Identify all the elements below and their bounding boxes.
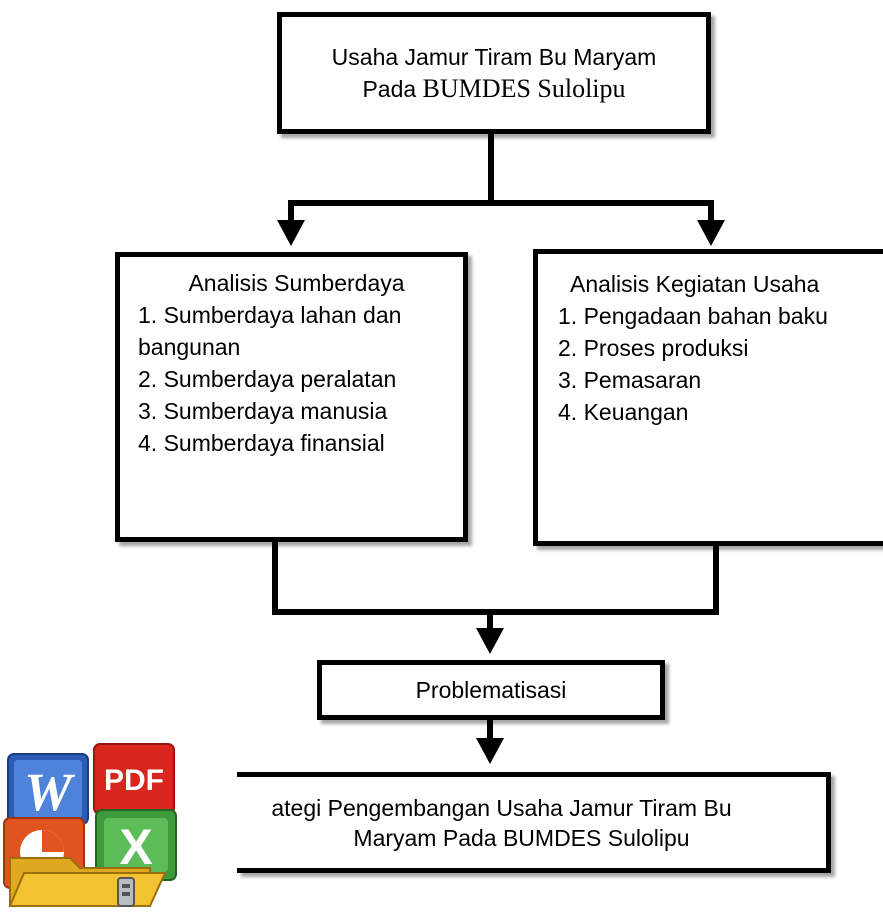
problematisasi-label: Problematisasi <box>415 676 567 703</box>
box-development-strategy: ategi Pengembangan Usaha Jamur Tiram Bu … <box>237 772 831 873</box>
activity-item-procurement: 1. Pengadaan bahan baku <box>558 303 828 329</box>
pdf-label: PDF <box>104 764 164 797</box>
activity-item-finance: 4. Keuangan <box>558 399 689 425</box>
box-problematisasi: Problematisasi <box>317 660 665 720</box>
resource-item-equipment: 2. Sumberdaya peralatan <box>138 366 397 392</box>
business-title-line2: Pada BUMDES Sulolipu <box>362 73 625 105</box>
word-letter: W <box>24 762 76 822</box>
business-title-line1: Usaha Jamur Tiram Bu Maryam <box>331 44 657 70</box>
activity-item-production: 2. Proses produksi <box>558 335 749 361</box>
arrowhead-left <box>277 220 305 246</box>
activity-analysis-title: Analisis Kegiatan Usaha <box>570 271 820 297</box>
box-resource-analysis: Analisis Sumberdaya 1. Sumberdaya lahan … <box>115 252 468 542</box>
arrowhead-right <box>697 220 725 246</box>
business-title-pada: Pada <box>362 76 423 102</box>
activity-item-marketing: 3. Pemasaran <box>558 367 702 393</box>
office-documents-folder-icon[interactable]: W PDF X <box>0 738 190 907</box>
arrowhead-to-strategy <box>476 738 504 764</box>
strategy-line1: ategi Pengembangan Usaha Jamur Tiram Bu <box>271 794 732 821</box>
resource-analysis-title: Analisis Sumberdaya <box>188 270 405 296</box>
box-business-title: Usaha Jamur Tiram Bu Maryam Pada BUMDES … <box>277 12 711 134</box>
business-title-bumdes: BUMDES Sulolipu <box>422 74 626 103</box>
resource-item-human: 3. Sumberdaya manusia <box>138 398 388 424</box>
excel-letter: X <box>119 819 152 875</box>
arrowhead-to-problematisasi <box>476 628 504 654</box>
box-business-activity-analysis: Analisis Kegiatan Usaha 1. Pengadaan bah… <box>533 249 883 546</box>
resource-item-land: 1. Sumberdaya lahan dan bangunan <box>138 302 402 360</box>
resource-item-financial: 4. Sumberdaya finansial <box>138 430 385 456</box>
strategy-line2: Maryam Pada BUMDES Sulolipu <box>353 824 690 851</box>
office-documents-folder-graphic: W PDF X <box>3 743 177 907</box>
